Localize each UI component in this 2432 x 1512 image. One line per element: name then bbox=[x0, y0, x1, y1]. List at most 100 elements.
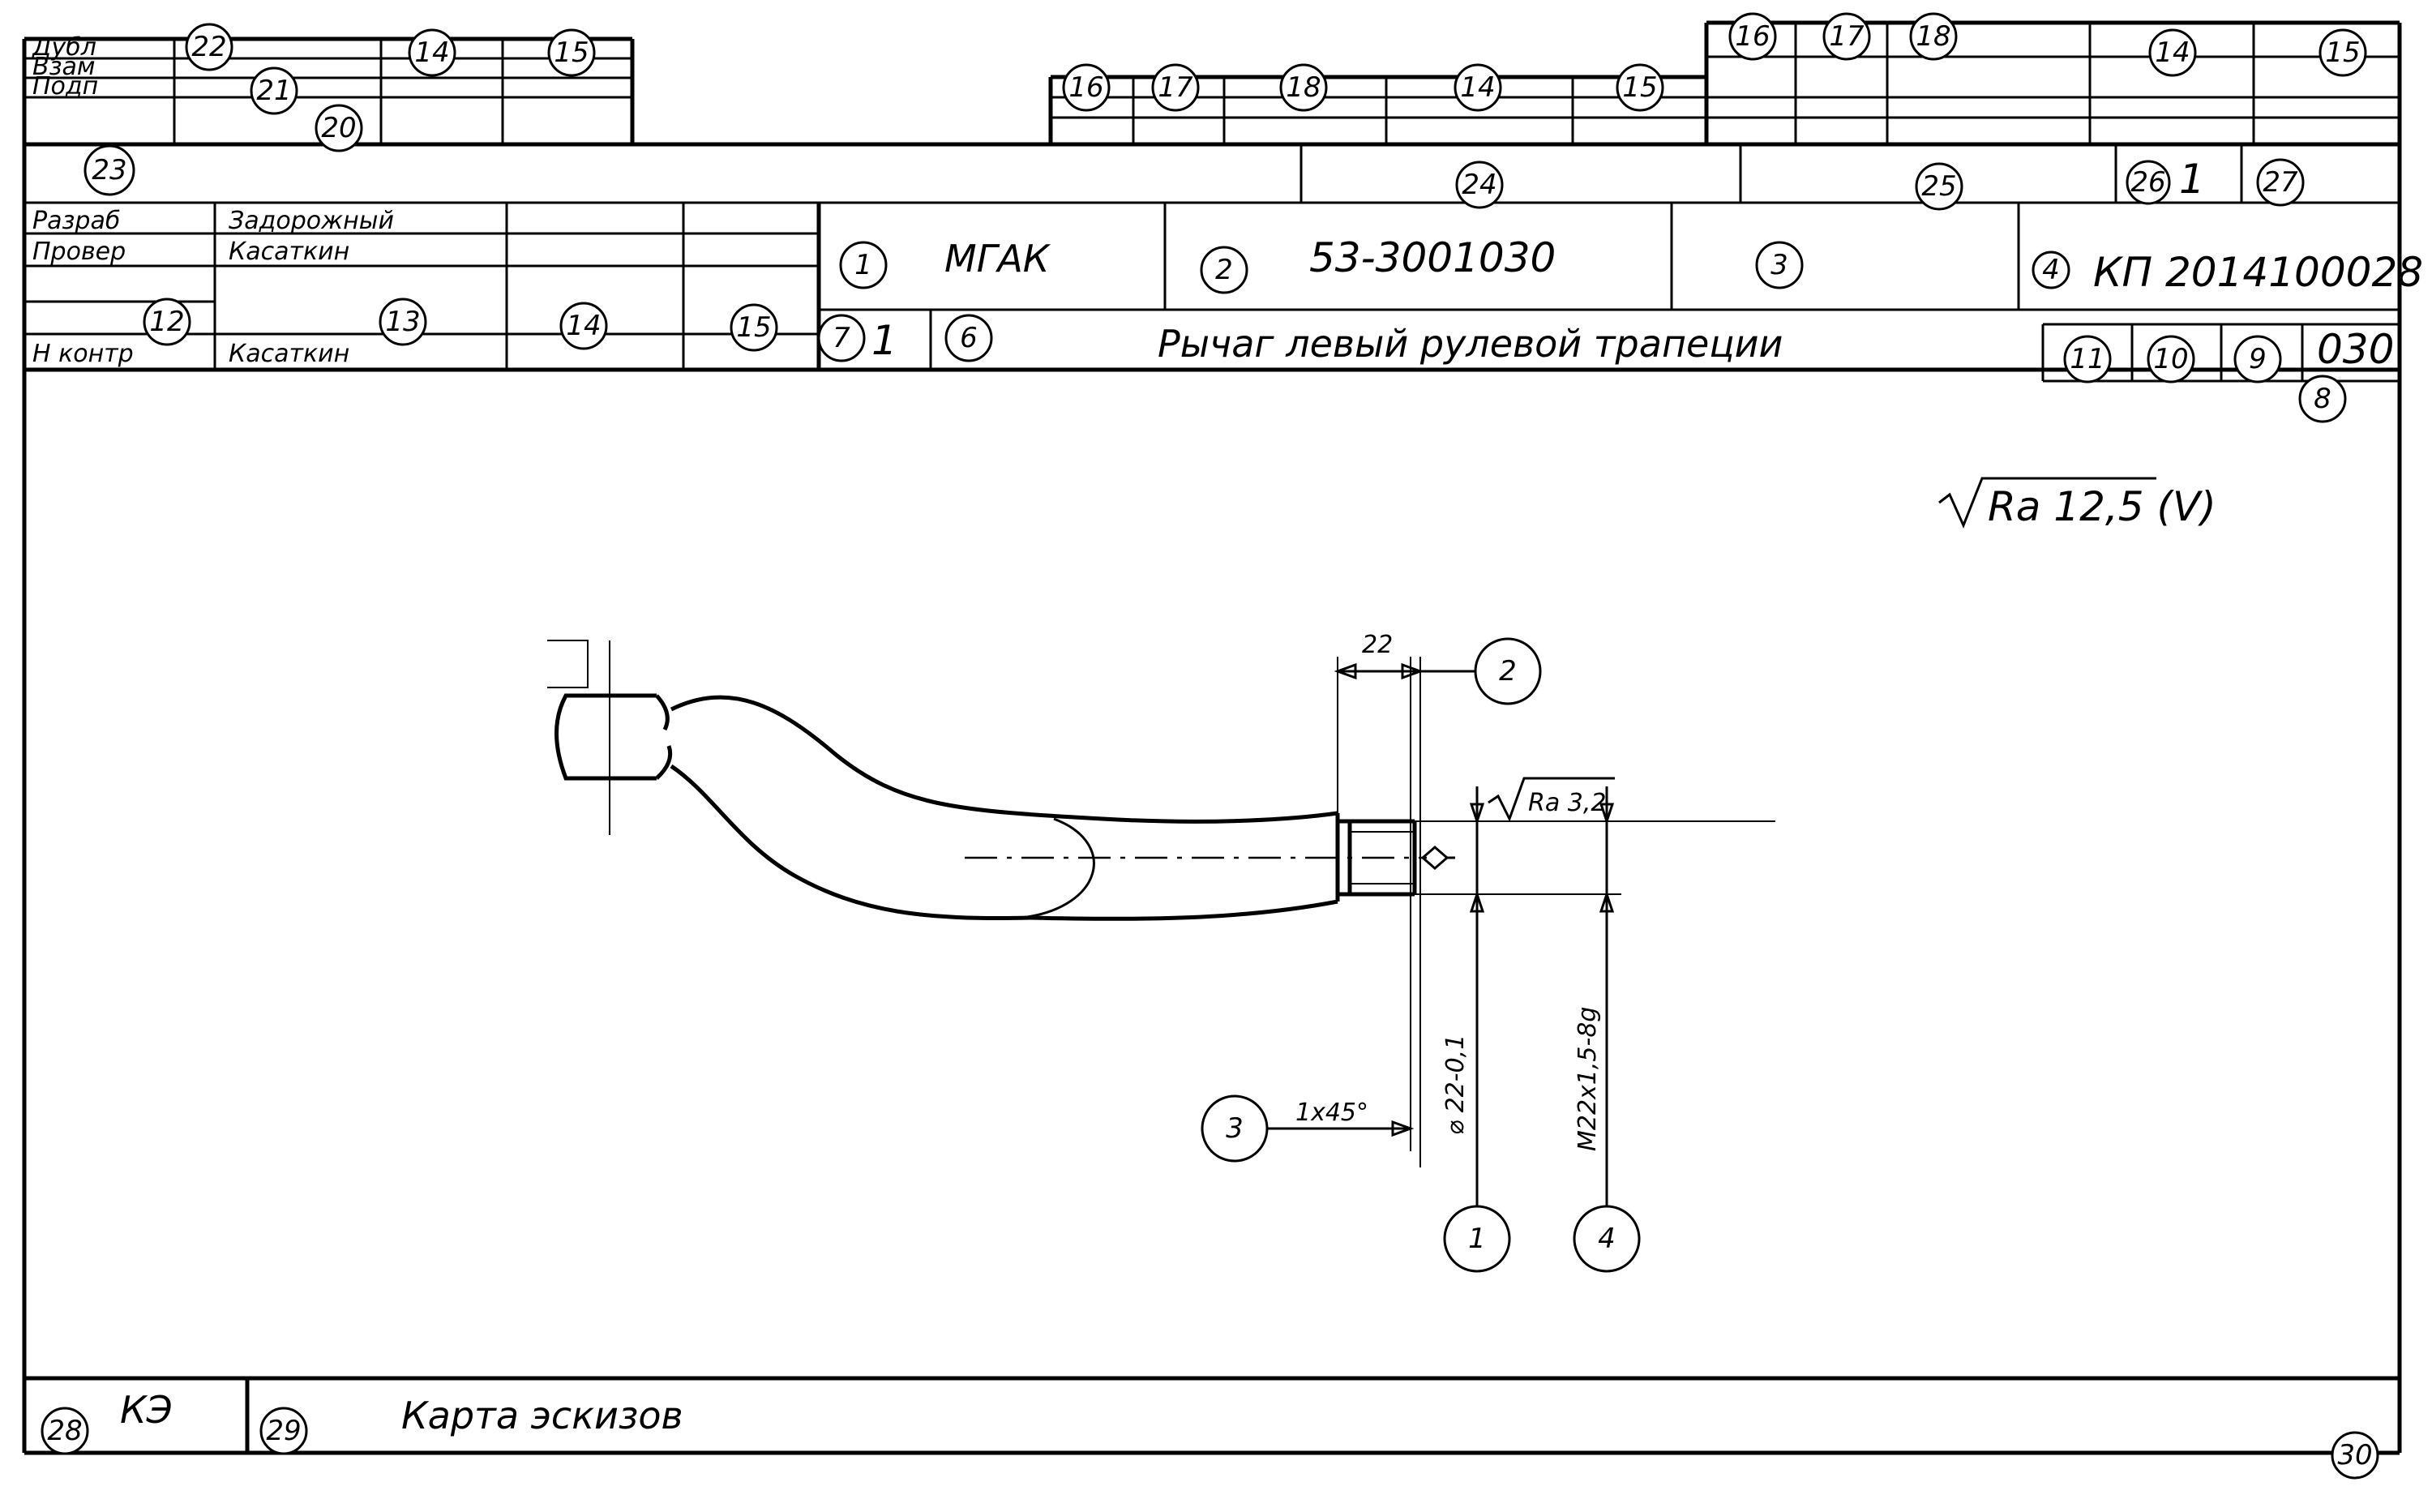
general-roughness-text: Ra 12,5 (V) bbox=[1988, 483, 2216, 530]
marker-circle bbox=[2233, 335, 2282, 383]
marker-circle bbox=[730, 303, 778, 352]
marker-number: 11 bbox=[2070, 343, 2104, 375]
marker-circle bbox=[1474, 637, 1542, 705]
marker-circle bbox=[1755, 241, 1804, 289]
prover-name: Касаткин bbox=[229, 238, 349, 266]
marker-number: 17 bbox=[1829, 20, 1865, 53]
marker-circle bbox=[1616, 63, 1664, 112]
marker-circle bbox=[2298, 375, 2347, 423]
length-dimension bbox=[1334, 657, 1484, 1167]
marker-number: 15 bbox=[554, 36, 589, 69]
marker-circle bbox=[1573, 1205, 1641, 1273]
marker-number: 24 bbox=[1462, 169, 1496, 201]
marker-circle bbox=[1455, 161, 1504, 209]
marker-circle bbox=[817, 314, 866, 362]
marker-number: 23 bbox=[92, 154, 126, 186]
marker-number: 7 bbox=[833, 322, 850, 354]
marker-circle bbox=[944, 314, 993, 362]
marker-number: 12 bbox=[149, 306, 184, 338]
marker-number: 14 bbox=[414, 36, 449, 69]
info-row-grid bbox=[24, 144, 2400, 204]
left-stamp-grid bbox=[24, 39, 2400, 147]
quantity: 1 bbox=[871, 317, 897, 364]
marker-number: 6 bbox=[960, 322, 978, 354]
marker-circle bbox=[2148, 28, 2197, 77]
document-code: КП 2014100028 bbox=[2093, 249, 2423, 296]
marker-number: 8 bbox=[2314, 383, 2331, 415]
marker-number: 28 bbox=[47, 1415, 82, 1447]
marker-circle bbox=[379, 298, 427, 346]
footer-doc-title: Карта эскизов bbox=[401, 1394, 683, 1437]
marker-number: 4 bbox=[1598, 1223, 1616, 1255]
marker-number: 14 bbox=[566, 310, 601, 342]
marker-circle bbox=[1822, 12, 1871, 61]
marker-number: 14 bbox=[1460, 71, 1495, 104]
chamfer-leader bbox=[1265, 1120, 1415, 1137]
marker-number: 10 bbox=[2153, 343, 2188, 375]
part-name: Рычаг левый рулевой трапеции bbox=[1158, 322, 1783, 366]
razrab-label: Разраб bbox=[32, 207, 120, 235]
marker-circle bbox=[143, 298, 191, 346]
general-roughness-symbol bbox=[1938, 477, 2156, 529]
nkontr-label: Н контр bbox=[32, 340, 134, 368]
marker-circle bbox=[1201, 1094, 1269, 1163]
marker-circle bbox=[185, 23, 233, 71]
marker-number: 9 bbox=[2249, 343, 2267, 375]
marker-number: 21 bbox=[256, 75, 291, 107]
dubl-label: Дубл bbox=[31, 33, 96, 62]
razrab-name: Задорожный bbox=[229, 207, 394, 235]
marker-circle bbox=[250, 66, 298, 115]
marker-number: 1 bbox=[854, 249, 872, 281]
marker-number: 13 bbox=[385, 306, 420, 338]
marker-circle bbox=[2319, 28, 2367, 77]
footer-doc-type: КЭ bbox=[120, 1388, 173, 1432]
marker-circle bbox=[2331, 1431, 2379, 1480]
marker-number: 2 bbox=[1499, 655, 1517, 687]
diameter-thread-dimensions bbox=[1415, 777, 1775, 1216]
marker-number: 22 bbox=[191, 31, 226, 63]
marker-number: 15 bbox=[1622, 71, 1657, 104]
marker-number: 15 bbox=[2325, 36, 2360, 69]
marker-number: 15 bbox=[736, 311, 771, 344]
marker-number: 29 bbox=[266, 1415, 301, 1447]
marker-circle bbox=[83, 144, 135, 196]
marker-circle bbox=[839, 241, 888, 289]
marker-number: 18 bbox=[1286, 71, 1321, 104]
marker-number: 20 bbox=[321, 112, 356, 144]
footer-grid bbox=[24, 1376, 2400, 1453]
marker-circle bbox=[2256, 158, 2305, 207]
podp-label: Подп bbox=[32, 72, 98, 101]
sheet-value: 1 bbox=[2179, 156, 2205, 203]
marker-circle bbox=[1279, 63, 1328, 112]
marker-circle bbox=[2126, 160, 2171, 205]
marker-number: 1 bbox=[1468, 1223, 1486, 1255]
nkontr-name: Касаткин bbox=[229, 340, 349, 368]
marker-circle bbox=[1909, 12, 1958, 61]
marker-circle bbox=[2063, 335, 2112, 383]
thread-text: M22x1,5-8g bbox=[1574, 1007, 1602, 1151]
marker-number: 14 bbox=[2155, 36, 2190, 69]
marker-circle bbox=[559, 302, 608, 350]
marker-number: 2 bbox=[1215, 254, 1233, 286]
marker-circle bbox=[1062, 63, 1111, 112]
marker-number: 27 bbox=[2263, 166, 2298, 199]
marker-number: 16 bbox=[1068, 71, 1103, 104]
lever-part-drawing bbox=[547, 640, 1455, 921]
marker-circle bbox=[547, 28, 596, 77]
marker-circle bbox=[1200, 246, 1248, 294]
marker-circle bbox=[315, 104, 363, 152]
marker-number: 25 bbox=[1921, 170, 1956, 203]
operation-number: 030 bbox=[2317, 326, 2394, 373]
revision-grid bbox=[1051, 23, 2400, 144]
org-name: МГАК bbox=[944, 237, 1051, 281]
marker-circle bbox=[41, 1407, 89, 1455]
marker-circle bbox=[2032, 251, 2070, 289]
diameter-text: ⌀ 22-0,1 bbox=[1441, 1034, 1470, 1135]
local-roughness-text: Ra 3,2 bbox=[1528, 789, 1606, 817]
marker-circle bbox=[1454, 63, 1502, 112]
marker-number: 3 bbox=[1770, 249, 1788, 281]
marker-number: 17 bbox=[1158, 71, 1193, 104]
marker-circle bbox=[2147, 335, 2195, 383]
